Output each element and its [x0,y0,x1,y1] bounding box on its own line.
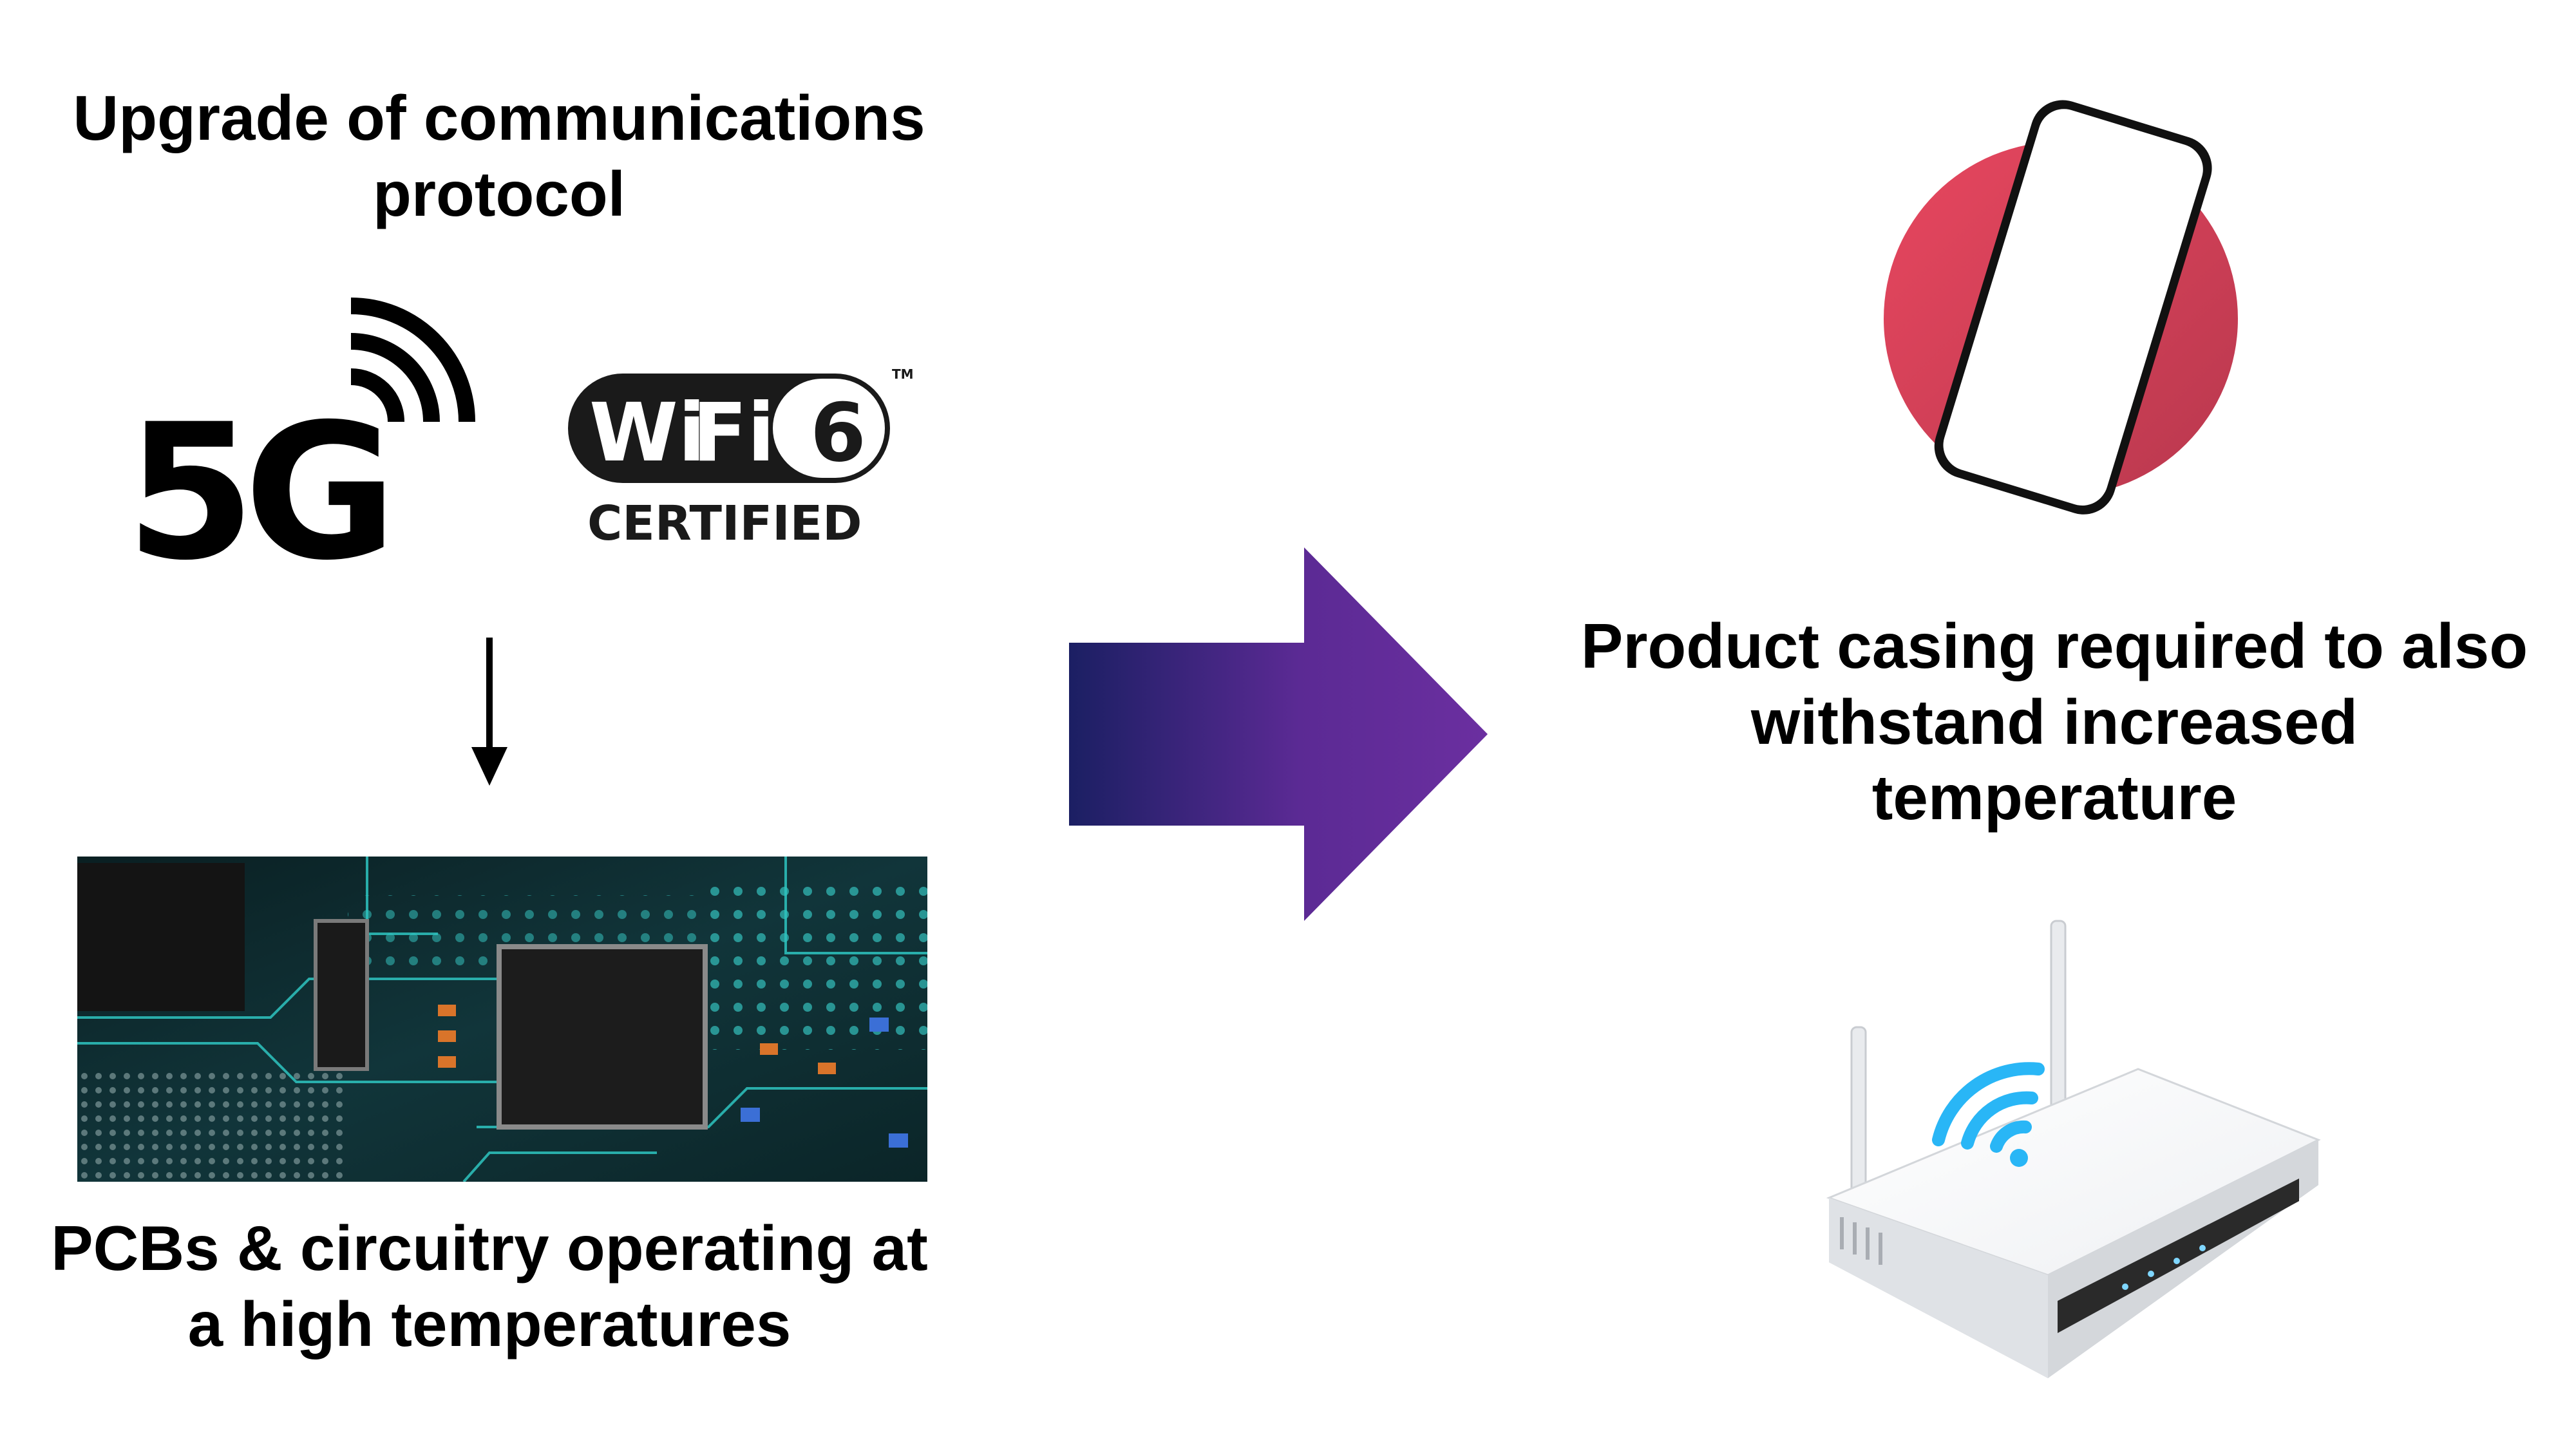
5g-logo-text: 5G [126,384,386,564]
chip-small [314,919,369,1071]
chip-left [77,863,245,1011]
down-arrow-icon [471,638,507,786]
wifi-word-fi: Fi [692,386,775,480]
wifi-trademark: TM [892,366,914,382]
wifi-badge-inner [773,379,885,478]
phone-screen [1943,109,2203,506]
wifi-signal-icon [1932,1062,2045,1153]
router-antenna-right [2050,920,2067,1115]
wifi-certified-text: CERTIFIED [587,496,862,551]
protocol-upgrade-label: Upgrade of communications protocol [73,82,925,229]
router-front-panel [2058,1179,2299,1333]
router-icon [1826,920,2321,1378]
casing-requirement-label: Product casing required to also withstan… [1580,611,2528,833]
pcb-temperature-label: PCBs & circuitry operating at a high tem… [51,1213,928,1359]
signal-waves-icon [350,298,475,422]
chip-main [497,944,708,1130]
pcb-circuit-board-image [77,857,927,1182]
wifi-number-6: 6 [810,386,866,480]
wifi6-certified-logo: Wi Fi 6 TM CERTIFIED [568,366,914,551]
wifi-word-wi: Wi [589,386,706,480]
right-arrow-icon [1069,547,1488,921]
smartphone-icon [1884,100,2238,515]
5g-logo: 5G [126,298,475,564]
